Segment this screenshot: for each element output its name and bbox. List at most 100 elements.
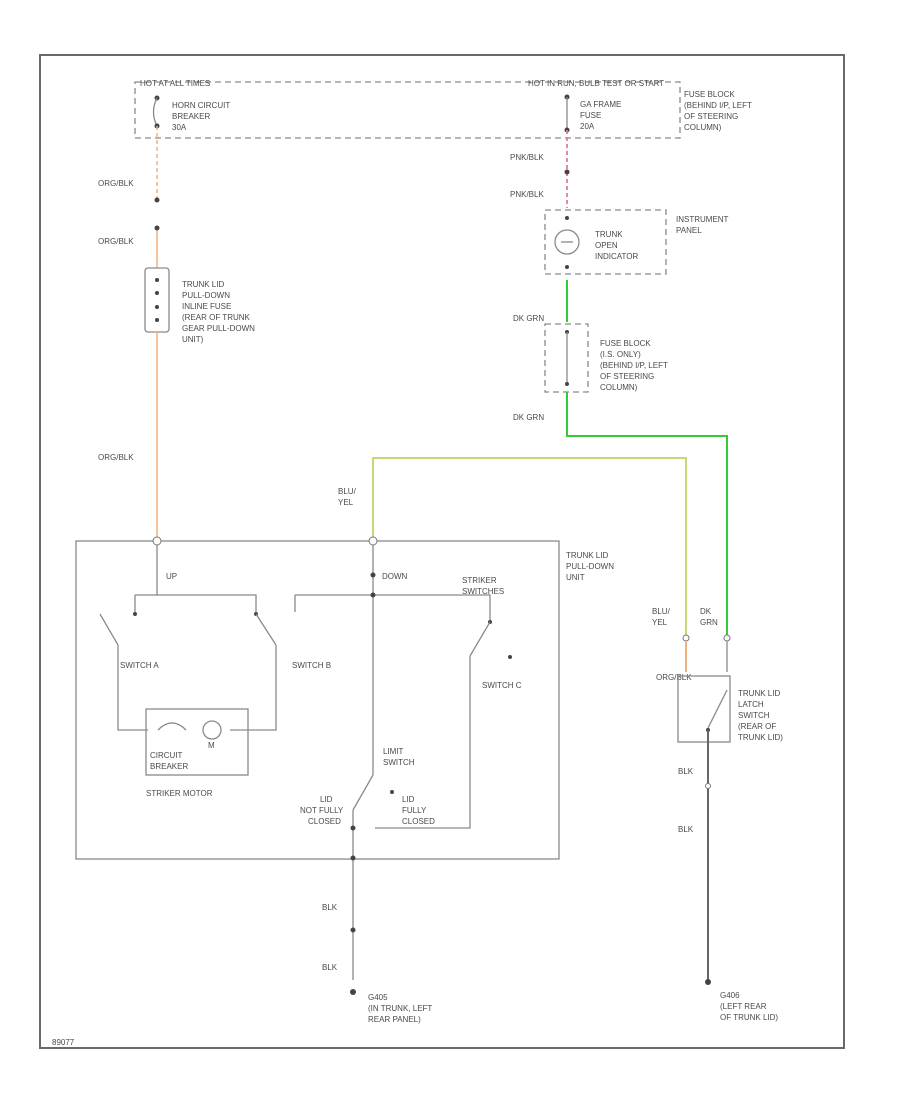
diagram-frame — [39, 54, 845, 1049]
fuse-block-mid-label-1: FUSE BLOCK — [600, 339, 651, 348]
motor-icon — [202, 720, 222, 740]
org-blk-label-2: ORG/BLK — [98, 237, 134, 246]
ground-dot-right-2 — [705, 979, 711, 985]
striker-switches-label-2: SWITCHES — [462, 587, 504, 596]
fuse-block-top-label-1: FUSE BLOCK — [684, 90, 735, 99]
circuit-breaker-label-1: CIRCUIT — [150, 751, 183, 760]
fuse-block-mid-label-5: COLUMN) — [600, 383, 638, 392]
ground-left-label-2: (IN TRUNK, LEFT — [368, 1004, 432, 1013]
switch-c-blade — [469, 621, 491, 657]
ground-dot-left-2 — [350, 927, 356, 933]
fuse-block-top-label-4: COLUMN) — [684, 123, 722, 132]
breaker-symbol — [152, 97, 158, 127]
dk-grn-label-3a: DK — [700, 607, 712, 616]
horn-breaker-label-1: HORN CIRCUIT — [172, 101, 230, 110]
motor-m-label: M — [208, 741, 215, 750]
pull-down-unit-label-1: TRUNK LID — [566, 551, 608, 560]
lid-not-fully-label-1: LID — [320, 795, 333, 804]
fuse-block-mid-label-2: (I.S. ONLY) — [600, 350, 641, 359]
lid-fully-label-2: FULLY — [402, 806, 427, 815]
latch-switch-label-4: (REAR OF — [738, 722, 776, 731]
latch-connector-left — [682, 634, 690, 642]
trunk-open-label-3: INDICATOR — [595, 252, 638, 261]
org-blk-label-1: ORG/BLK — [98, 179, 134, 188]
inline-fuse-label-4: (REAR OF TRUNK — [182, 313, 251, 322]
blu-yel-label-2b: YEL — [652, 618, 668, 627]
latch-switch-box — [677, 675, 731, 743]
blu-yel-label-1a: BLU/ — [338, 487, 357, 496]
indicator-lamp-icon — [554, 229, 580, 255]
instrument-panel-label-1: INSTRUMENT — [676, 215, 729, 224]
pull-down-unit-box — [75, 540, 560, 860]
ground-right-label-3: OF TRUNK LID) — [720, 1013, 778, 1022]
pull-down-unit-label-2: PULL-DOWN — [566, 562, 614, 571]
latch-switch-label-5: TRUNK LID) — [738, 733, 783, 742]
limit-switch-label-1: LIMIT — [383, 747, 404, 756]
latch-switch-label-1: TRUNK LID — [738, 689, 780, 698]
trunk-fuse-label-1: GA FRAME — [580, 100, 621, 109]
dk-grn-label-1: DK GRN — [513, 314, 544, 323]
instrument-panel-border — [544, 209, 667, 275]
figure-id: 89077 — [52, 1038, 75, 1047]
ground-left-label-1: G405 — [368, 993, 388, 1002]
hot-in-run-label: HOT IN RUN, BULB TEST OR START — [528, 79, 664, 88]
limit-switch-label-2: SWITCH — [383, 758, 415, 767]
switch-a-return — [117, 645, 148, 731]
fuse-block-mid-label-3: (BEHIND I/P, LEFT — [600, 361, 668, 370]
down-bus-node — [370, 592, 376, 598]
blu-yel-label-1b: YEL — [338, 498, 354, 507]
striker-motor-box — [145, 708, 249, 776]
switch-c-contact-2 — [508, 655, 512, 659]
ground-right-label-1: G406 — [720, 991, 740, 1000]
dk-grn-label-3b: GRN — [700, 618, 718, 627]
fuse-block-top-label-2: (BEHIND I/P, LEFT — [684, 101, 752, 110]
pnk-blk-label-1: PNK/BLK — [510, 153, 544, 162]
switch-a-label: SWITCH A — [120, 661, 159, 670]
inline-fuse-label-5: GEAR PULL-DOWN — [182, 324, 255, 333]
switch-a-contact-1 — [133, 612, 137, 616]
hot-at-all-times-label: HOT AT ALL TIMES — [140, 79, 210, 88]
inline-fuse-label-3: INLINE FUSE — [182, 302, 231, 311]
fuse-mid-terminal-bottom — [565, 382, 569, 386]
switch-b-label: SWITCH B — [292, 661, 331, 670]
trunk-fuse-label-2: FUSE — [580, 111, 601, 120]
blk-label-4: BLK — [678, 825, 694, 834]
circuit-breaker-symbol — [157, 722, 187, 731]
inline-fuse-label-2: PULL-DOWN — [182, 291, 230, 300]
org-blk-label-4: ORG/BLK — [656, 673, 692, 682]
limit-contact-not-fully — [350, 825, 356, 831]
wire-dk-grn-lower — [566, 392, 728, 636]
instrument-panel-label-2: PANEL — [676, 226, 702, 235]
connector-dot-2 — [154, 225, 160, 231]
lid-fully-label-3: CLOSED — [402, 817, 435, 826]
ground-dot-left-1 — [350, 855, 356, 861]
lid-fully-label-1: LID — [402, 795, 415, 804]
lid-not-fully-label-3: CLOSED — [308, 817, 341, 826]
unit-connector-left — [152, 536, 162, 546]
latch-switch-label-2: LATCH — [738, 700, 764, 709]
latch-connector-right — [723, 634, 731, 642]
inline-fuse-dot-3 — [155, 305, 159, 309]
power-box-border — [134, 81, 681, 139]
pnk-blk-label-2: PNK/BLK — [510, 190, 544, 199]
dk-grn-label-2: DK GRN — [513, 413, 544, 422]
limit-contact-fully — [390, 790, 394, 794]
blk-label-2: BLK — [322, 963, 338, 972]
switch-c-label: SWITCH C — [482, 681, 522, 690]
fuse-block-mid-label-4: OF STEERING — [600, 372, 654, 381]
ground-dot-right-1 — [705, 783, 711, 789]
ground-right-label-2: (LEFT REAR — [720, 1002, 767, 1011]
org-blk-label-3: ORG/BLK — [98, 453, 134, 462]
connector-dot-1 — [154, 197, 160, 203]
switch-b-blade — [255, 613, 277, 646]
switch-c-return — [375, 656, 471, 829]
striker-switch-bus — [295, 594, 491, 620]
blk-label-3: BLK — [678, 767, 694, 776]
lamp-terminal-top — [565, 216, 569, 220]
circuit-breaker-label-2: BREAKER — [150, 762, 188, 771]
latch-switch-blade — [707, 689, 728, 729]
inline-fuse-label-1: TRUNK LID — [182, 280, 224, 289]
inline-fuse-body — [144, 267, 170, 333]
switch-b-return — [230, 645, 277, 731]
